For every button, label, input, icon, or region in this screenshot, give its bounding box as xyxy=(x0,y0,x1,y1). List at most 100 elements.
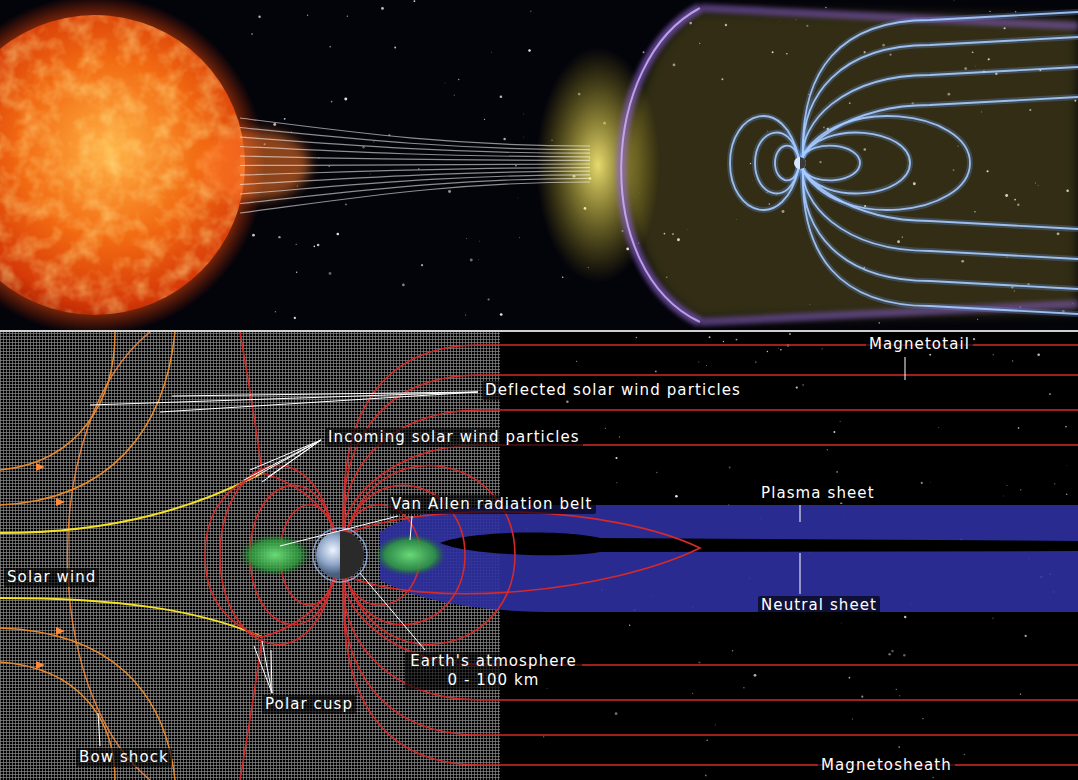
star xyxy=(458,79,459,80)
star xyxy=(629,625,630,626)
star xyxy=(479,240,481,242)
star xyxy=(522,113,524,115)
star xyxy=(899,695,900,696)
star xyxy=(898,746,900,748)
star xyxy=(930,482,932,484)
bow-shock-arc xyxy=(621,8,700,322)
field-line xyxy=(205,332,1078,780)
field-line-glow xyxy=(803,37,1078,158)
earth-night-side xyxy=(800,157,806,169)
star xyxy=(698,361,699,362)
solar-wind-line xyxy=(0,473,262,637)
star xyxy=(500,313,503,316)
region-label: Polar cusp xyxy=(262,695,356,714)
neutral-sheet xyxy=(440,533,1078,556)
star xyxy=(921,482,923,484)
solar-wind-region xyxy=(0,332,500,780)
star xyxy=(953,0,955,2)
solar-wind-streamline xyxy=(240,137,590,153)
star xyxy=(989,11,990,12)
star xyxy=(1020,489,1022,491)
solar-wind-streamline xyxy=(240,118,590,146)
star xyxy=(1006,485,1008,487)
star xyxy=(347,16,348,17)
magnetosheath-flow xyxy=(0,628,175,780)
star xyxy=(723,341,724,342)
star xyxy=(938,427,940,429)
star xyxy=(778,348,779,349)
star xyxy=(706,365,707,366)
flow-arrow xyxy=(36,463,65,669)
star xyxy=(275,311,276,312)
star xyxy=(1025,635,1027,637)
leader-line xyxy=(244,440,321,482)
star xyxy=(448,190,451,193)
star xyxy=(345,204,347,206)
star xyxy=(1066,493,1068,495)
star xyxy=(619,436,620,437)
star xyxy=(278,236,280,238)
star xyxy=(714,724,716,726)
star xyxy=(827,449,829,451)
star xyxy=(444,82,446,84)
leader-line xyxy=(280,516,412,546)
star xyxy=(705,775,707,777)
star xyxy=(755,361,756,362)
bow-shock-line xyxy=(68,332,151,780)
star xyxy=(878,322,880,324)
star xyxy=(732,650,733,651)
field-line xyxy=(801,133,910,194)
atmosphere-ring xyxy=(313,528,367,582)
star xyxy=(329,46,331,48)
field-line xyxy=(755,133,799,194)
star xyxy=(530,11,531,12)
star xyxy=(1012,360,1013,361)
star xyxy=(317,244,319,246)
star xyxy=(491,51,493,53)
star xyxy=(273,123,276,126)
star xyxy=(515,165,516,166)
star xyxy=(329,272,332,275)
star xyxy=(421,264,423,266)
leader-line xyxy=(98,713,100,746)
leader-line xyxy=(90,392,478,412)
field-line xyxy=(803,67,1078,158)
star xyxy=(503,138,505,140)
star xyxy=(252,234,255,237)
solar-wind-streamline xyxy=(240,164,590,166)
earth-night-side xyxy=(340,531,364,579)
solar-wind-streamline xyxy=(240,128,590,150)
earth xyxy=(794,157,806,169)
star xyxy=(284,118,286,120)
field-line xyxy=(346,512,700,594)
star xyxy=(675,495,678,498)
magnetosheath-flow xyxy=(0,332,115,470)
star xyxy=(394,47,396,49)
field-line xyxy=(803,168,1078,289)
leader-line xyxy=(254,641,272,693)
star xyxy=(477,259,479,261)
leader-line xyxy=(800,505,801,522)
star xyxy=(836,471,838,473)
star xyxy=(656,472,657,473)
star xyxy=(840,421,841,422)
star xyxy=(454,94,455,95)
field-line xyxy=(730,116,799,210)
earth xyxy=(316,531,364,579)
star xyxy=(849,677,851,679)
star xyxy=(336,233,339,236)
star xyxy=(729,467,731,469)
region-label: Deflected solar wind particles xyxy=(482,381,744,400)
star xyxy=(562,277,563,278)
solar-wind-line xyxy=(0,598,262,637)
solar-wind-illustration xyxy=(0,0,1078,330)
leader-line xyxy=(800,553,801,594)
star xyxy=(1049,393,1051,395)
star xyxy=(518,237,520,239)
field-line xyxy=(801,146,860,181)
region-label: Solar wind xyxy=(4,568,99,587)
field-line xyxy=(343,375,1078,532)
field-line xyxy=(730,12,1078,314)
star xyxy=(314,246,316,248)
